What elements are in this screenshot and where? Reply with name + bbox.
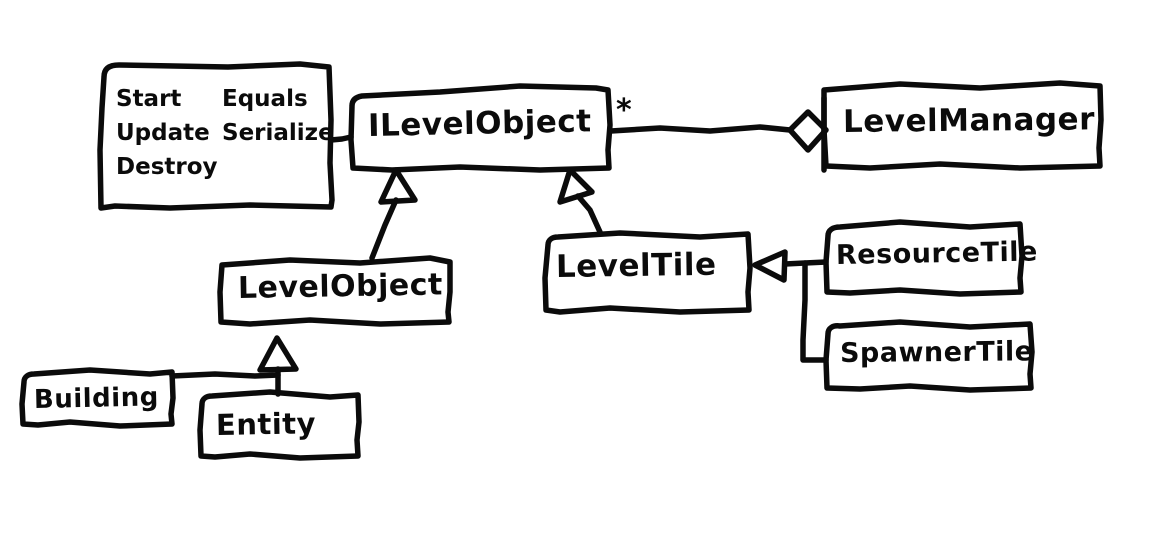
methods-column-right: Equals Serialize — [222, 82, 334, 150]
generalization-triangle-leveltile-icon — [752, 249, 788, 283]
edge-ilevelobject-to-levelmanager — [608, 124, 793, 134]
levelmanager-box-outline — [821, 80, 1104, 171]
edge-levelobject-to-ilevelobject — [369, 197, 399, 261]
method-item: Update — [116, 120, 210, 146]
method-item: Equals — [222, 86, 308, 112]
resourcetile-box-outline — [823, 219, 1025, 297]
multiplicity-star: * — [616, 93, 632, 128]
edge-methods-to-ilevelobject — [328, 134, 354, 143]
building-box-outline — [19, 367, 176, 429]
method-item: Start — [116, 86, 182, 112]
method-item: Serialize — [222, 120, 334, 146]
methods-column-left: Start Update Destroy — [116, 82, 218, 184]
realization-triangle-leveltile-icon — [557, 167, 595, 205]
generalization-triangle-levelobject-icon — [257, 335, 299, 373]
ilevelobject-box-outline — [348, 83, 613, 173]
method-item: Destroy — [116, 154, 218, 180]
leveltile-box-outline — [542, 230, 753, 315]
edge-leveltile-to-ilevelobject — [575, 193, 603, 235]
edge-tiles-trunk — [800, 260, 829, 363]
edge-building-to-levelobject — [169, 371, 281, 379]
methods-box-outline — [97, 61, 335, 211]
spawnertile-box-outline — [823, 319, 1035, 393]
levelobject-box-outline — [217, 255, 453, 327]
realization-triangle-levelobject-icon — [378, 167, 418, 205]
aggregation-diamond-icon — [787, 109, 829, 153]
entity-box-outline — [197, 389, 362, 461]
